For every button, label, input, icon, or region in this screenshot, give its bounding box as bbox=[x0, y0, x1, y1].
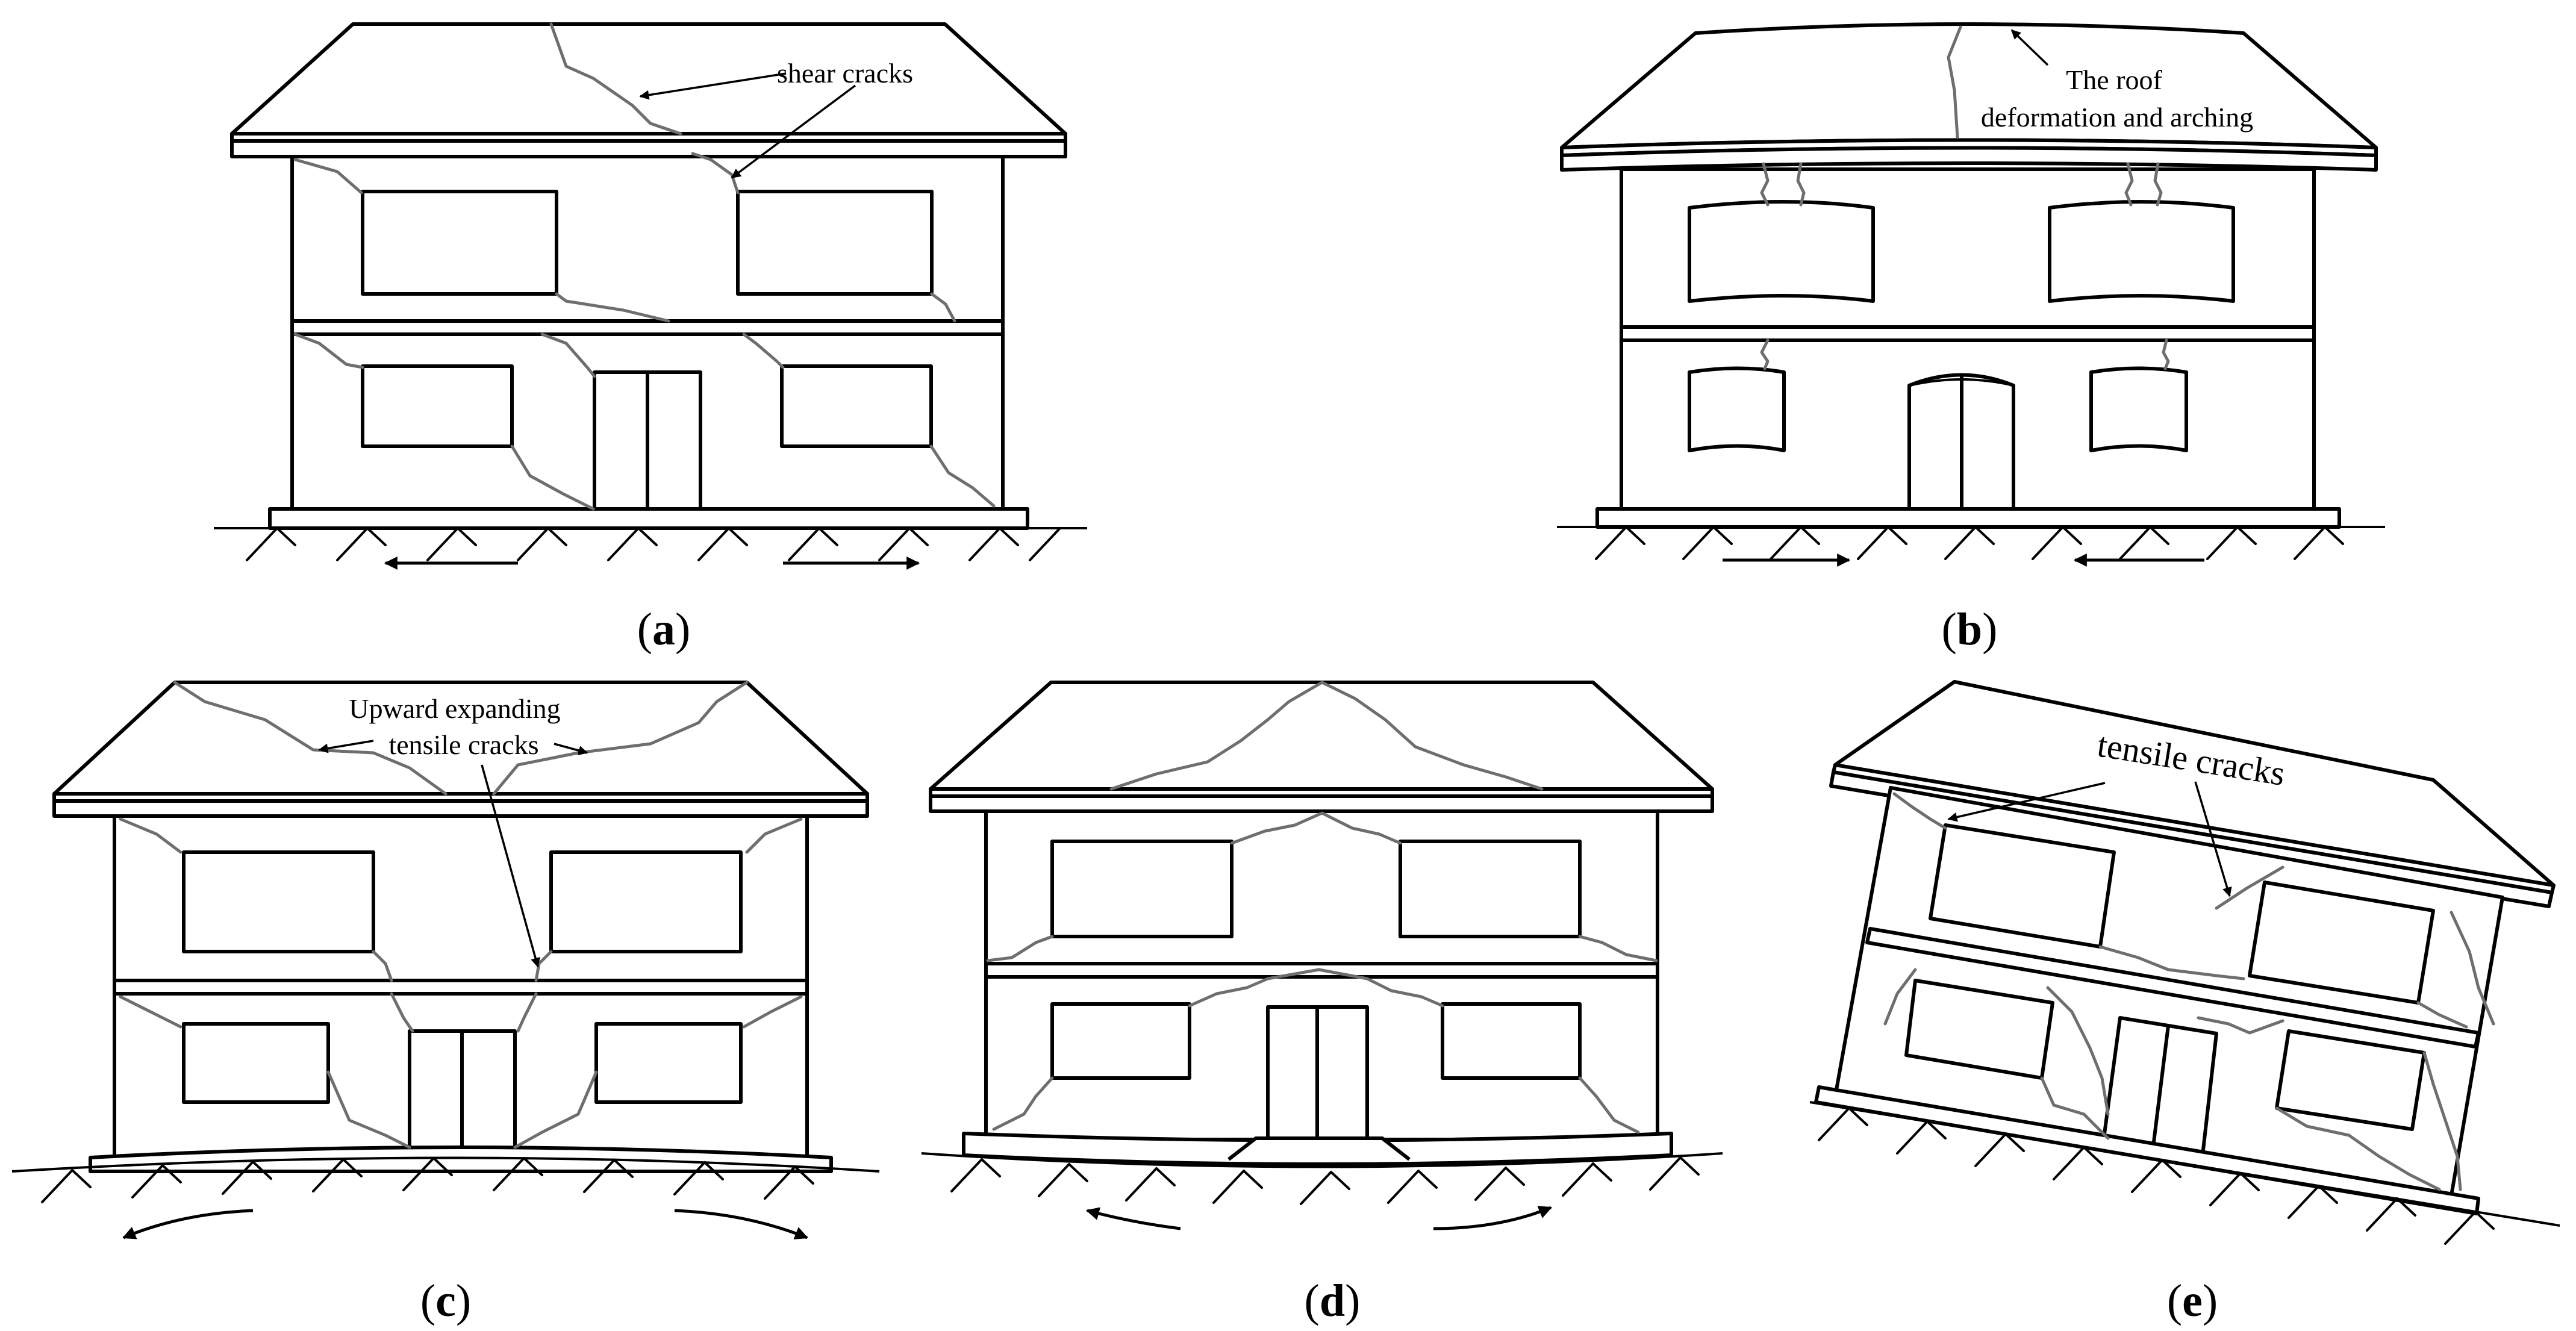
caption-d: (d) bbox=[1305, 1276, 1361, 1326]
ground-c bbox=[11, 1156, 880, 1239]
arrow-curve-left bbox=[122, 1209, 254, 1239]
caption-e: (e) bbox=[2167, 1276, 2218, 1326]
cracks-d bbox=[986, 681, 1658, 1134]
ground-a bbox=[214, 527, 1087, 570]
annotation-upward-line1: Upward expanding bbox=[349, 693, 560, 724]
house-a bbox=[230, 22, 1067, 530]
panel-e: tensile cracks (e) bbox=[1809, 680, 2560, 1326]
ground-e bbox=[1809, 1101, 2560, 1245]
cracks-e bbox=[1883, 792, 2495, 1191]
ground-d bbox=[921, 1152, 1723, 1230]
caption-a: (a) bbox=[637, 604, 691, 655]
cracks-c bbox=[119, 681, 803, 1149]
arrow-curve-right bbox=[674, 1209, 809, 1239]
annotation-upward-line2: tensile cracks bbox=[388, 729, 538, 760]
cracks-a bbox=[293, 22, 996, 511]
house-d bbox=[929, 681, 1714, 1166]
cracks-b bbox=[1760, 25, 2170, 370]
annotation-roof-line2: deformation and arching bbox=[1981, 102, 2253, 132]
panel-d: (d) bbox=[921, 681, 1723, 1326]
ground-b bbox=[1557, 526, 2385, 567]
panel-b: The roof deformation and arching (b) bbox=[1557, 22, 2385, 655]
house-b bbox=[1560, 22, 2378, 529]
annotation-roof-line1: The roof bbox=[2066, 64, 2162, 95]
panel-a: shear cracks (a) bbox=[214, 22, 1087, 655]
panel-c: Upward expanding tensile cracks (c) bbox=[11, 681, 880, 1326]
caption-c: (c) bbox=[420, 1276, 471, 1326]
arrow-curve-left bbox=[1085, 1207, 1181, 1230]
house-e bbox=[1814, 680, 2556, 1215]
caption-b: (b) bbox=[1942, 604, 1998, 655]
house-c bbox=[52, 681, 869, 1173]
arrow-curve-right bbox=[1433, 1206, 1553, 1230]
annotation-shear-cracks: shear cracks bbox=[777, 58, 913, 89]
